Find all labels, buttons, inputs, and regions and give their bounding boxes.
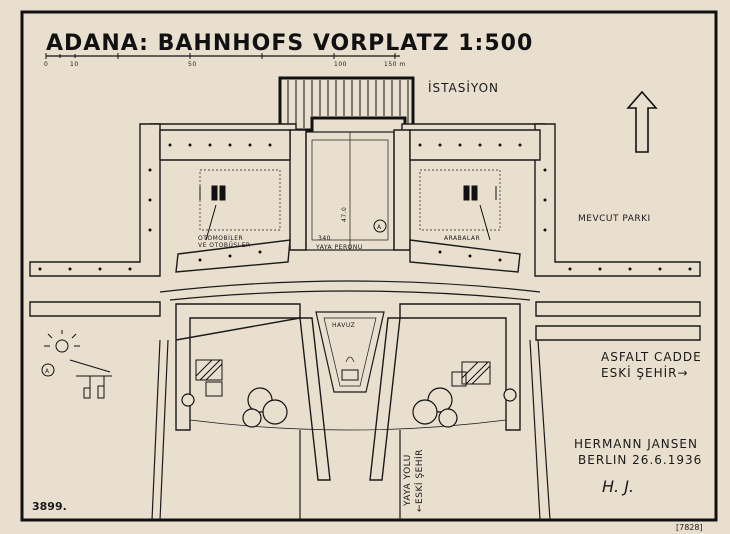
footpath-label-2: ←ESKİ ŞEHİR (414, 449, 425, 512)
scale-tick-10: 10 (70, 61, 79, 68)
tree-clusters (181, 387, 517, 428)
scale-tick-0: 0 (44, 61, 48, 68)
place-date: BERLIN 26.6.1936 (578, 453, 702, 467)
lower-hedges (29, 301, 701, 481)
dimension-470: 47.0 (341, 207, 348, 222)
architect-initials: H. J. (602, 477, 634, 496)
drawing-frame (20, 10, 718, 522)
scale-tick-150: 150 m (384, 61, 406, 68)
upper-hedges (29, 123, 701, 277)
pool-label: HAVUZ (332, 322, 355, 329)
plan-title: ADANA: BAHNHOFS VORPLATZ 1:500 (46, 31, 533, 56)
station-label: İSTASİYON (428, 80, 499, 95)
hedge-dots (38, 143, 692, 271)
dimension-340: 340 (318, 235, 331, 242)
asphalt-label-2: ESKİ ŞEHİR→ (601, 365, 689, 380)
scale-tick-100: 100 (334, 61, 347, 68)
existing-park-label: MEVCUT PARKI (578, 214, 651, 224)
marker-a-lower: A (45, 368, 50, 375)
asphalt-label-1: ASFALT CADDE (601, 350, 702, 364)
platform-label: YAYA PERONU (315, 244, 363, 251)
scale-bar: 0 10 50 100 150 m (44, 53, 406, 68)
archive-stamp: [7828] (676, 523, 703, 532)
autos-label-1: OTOMOBİLER (198, 235, 243, 242)
architect-name: HERMANN JANSEN (574, 437, 698, 451)
autos-label-2: VE OTOBÜSLER (198, 242, 251, 249)
pool (315, 311, 385, 393)
small-buildings (195, 359, 491, 397)
scale-tick-50: 50 (188, 61, 197, 68)
footpath-label-1: YAYA YOLU (403, 454, 413, 507)
station-forecourt (159, 131, 541, 301)
sun-shelter-sketch (41, 330, 112, 399)
side-roads (151, 339, 551, 521)
marker-a-upper: A (377, 224, 382, 231)
parking-stalls (199, 185, 497, 241)
archive-number: 3899. (32, 500, 67, 513)
cars-label: ARABALAR (444, 235, 480, 242)
north-arrow-icon (626, 90, 658, 153)
